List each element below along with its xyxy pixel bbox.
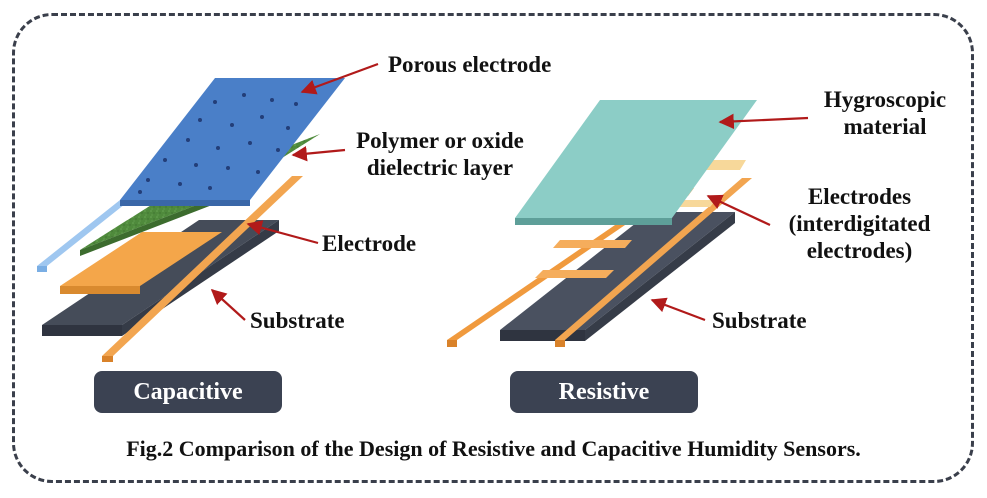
- capacitive-dielectric-edge: [80, 194, 225, 256]
- resistive-finger-2: [535, 270, 614, 278]
- capacitive-title-badge: Capacitive: [94, 371, 282, 413]
- arrow-substrate-resistive: [650, 297, 706, 322]
- label-dielectric-line1: Polymer or oxide: [356, 128, 524, 153]
- resistive-finger-1: [553, 240, 632, 248]
- arrow-electrode: [246, 220, 319, 245]
- capacitive-bottom-electrode: [60, 232, 222, 286]
- capacitive-porous-electrode-strip-edge: [37, 266, 47, 272]
- arrow-hygroscopic: [718, 113, 809, 130]
- capacitive-sensor: [37, 78, 345, 362]
- capacitive-electrode-lead-front: [102, 356, 113, 362]
- label-hygroscopic-material: Hygroscopic material: [810, 86, 960, 140]
- capacitive-porous-electrode-edge: [120, 200, 250, 206]
- capacitive-porous-electrode-strip: [37, 200, 130, 266]
- arrow-substrate-capacitive: [210, 288, 246, 321]
- resistive-sensor: [447, 100, 757, 347]
- arrow-porous-electrode: [300, 62, 379, 95]
- arrow-electrodes: [706, 194, 771, 226]
- label-substrate-capacitive: Substrate: [250, 308, 345, 333]
- label-electrodes: Electrodes (interdigitated electrodes): [772, 183, 947, 264]
- pores: [138, 93, 298, 194]
- resistive-title-badge: Resistive: [510, 371, 698, 413]
- resistive-hygroscopic: [515, 100, 757, 218]
- capacitive-bottom-electrode-edge: [60, 286, 140, 294]
- resistive-electrode-left-front: [447, 340, 457, 347]
- arrow-dielectric: [291, 146, 346, 162]
- capacitive-substrate-edge: [42, 325, 122, 336]
- capacitive-porous-electrode: [120, 78, 345, 200]
- label-porous-electrode: Porous electrode: [388, 52, 552, 77]
- resistive-electrode-right-front: [555, 340, 565, 347]
- resistive-electrode-right: [555, 178, 752, 340]
- figure-caption: Fig.2 Comparison of the Design of Resist…: [126, 436, 861, 461]
- label-electrodes-line3: electrodes): [806, 238, 913, 263]
- label-electrodes-line2: (interdigitated: [788, 211, 931, 236]
- label-dielectric-layer: Polymer or oxide dielectric layer: [350, 127, 530, 181]
- resistive-substrate-side: [585, 212, 735, 341]
- resistive-hygroscopic-edge: [515, 218, 672, 225]
- label-electrode: Electrode: [322, 231, 417, 256]
- label-hygroscopic-line2: material: [843, 114, 927, 139]
- dashed-frame: [12, 13, 974, 483]
- label-hygroscopic-line1: Hygroscopic: [823, 87, 947, 112]
- label-dielectric-line2: dielectric layer: [366, 155, 514, 180]
- annotation-arrows: [210, 62, 809, 322]
- label-substrate-resistive: Substrate: [712, 308, 807, 333]
- label-electrodes-line1: Electrodes: [807, 184, 912, 209]
